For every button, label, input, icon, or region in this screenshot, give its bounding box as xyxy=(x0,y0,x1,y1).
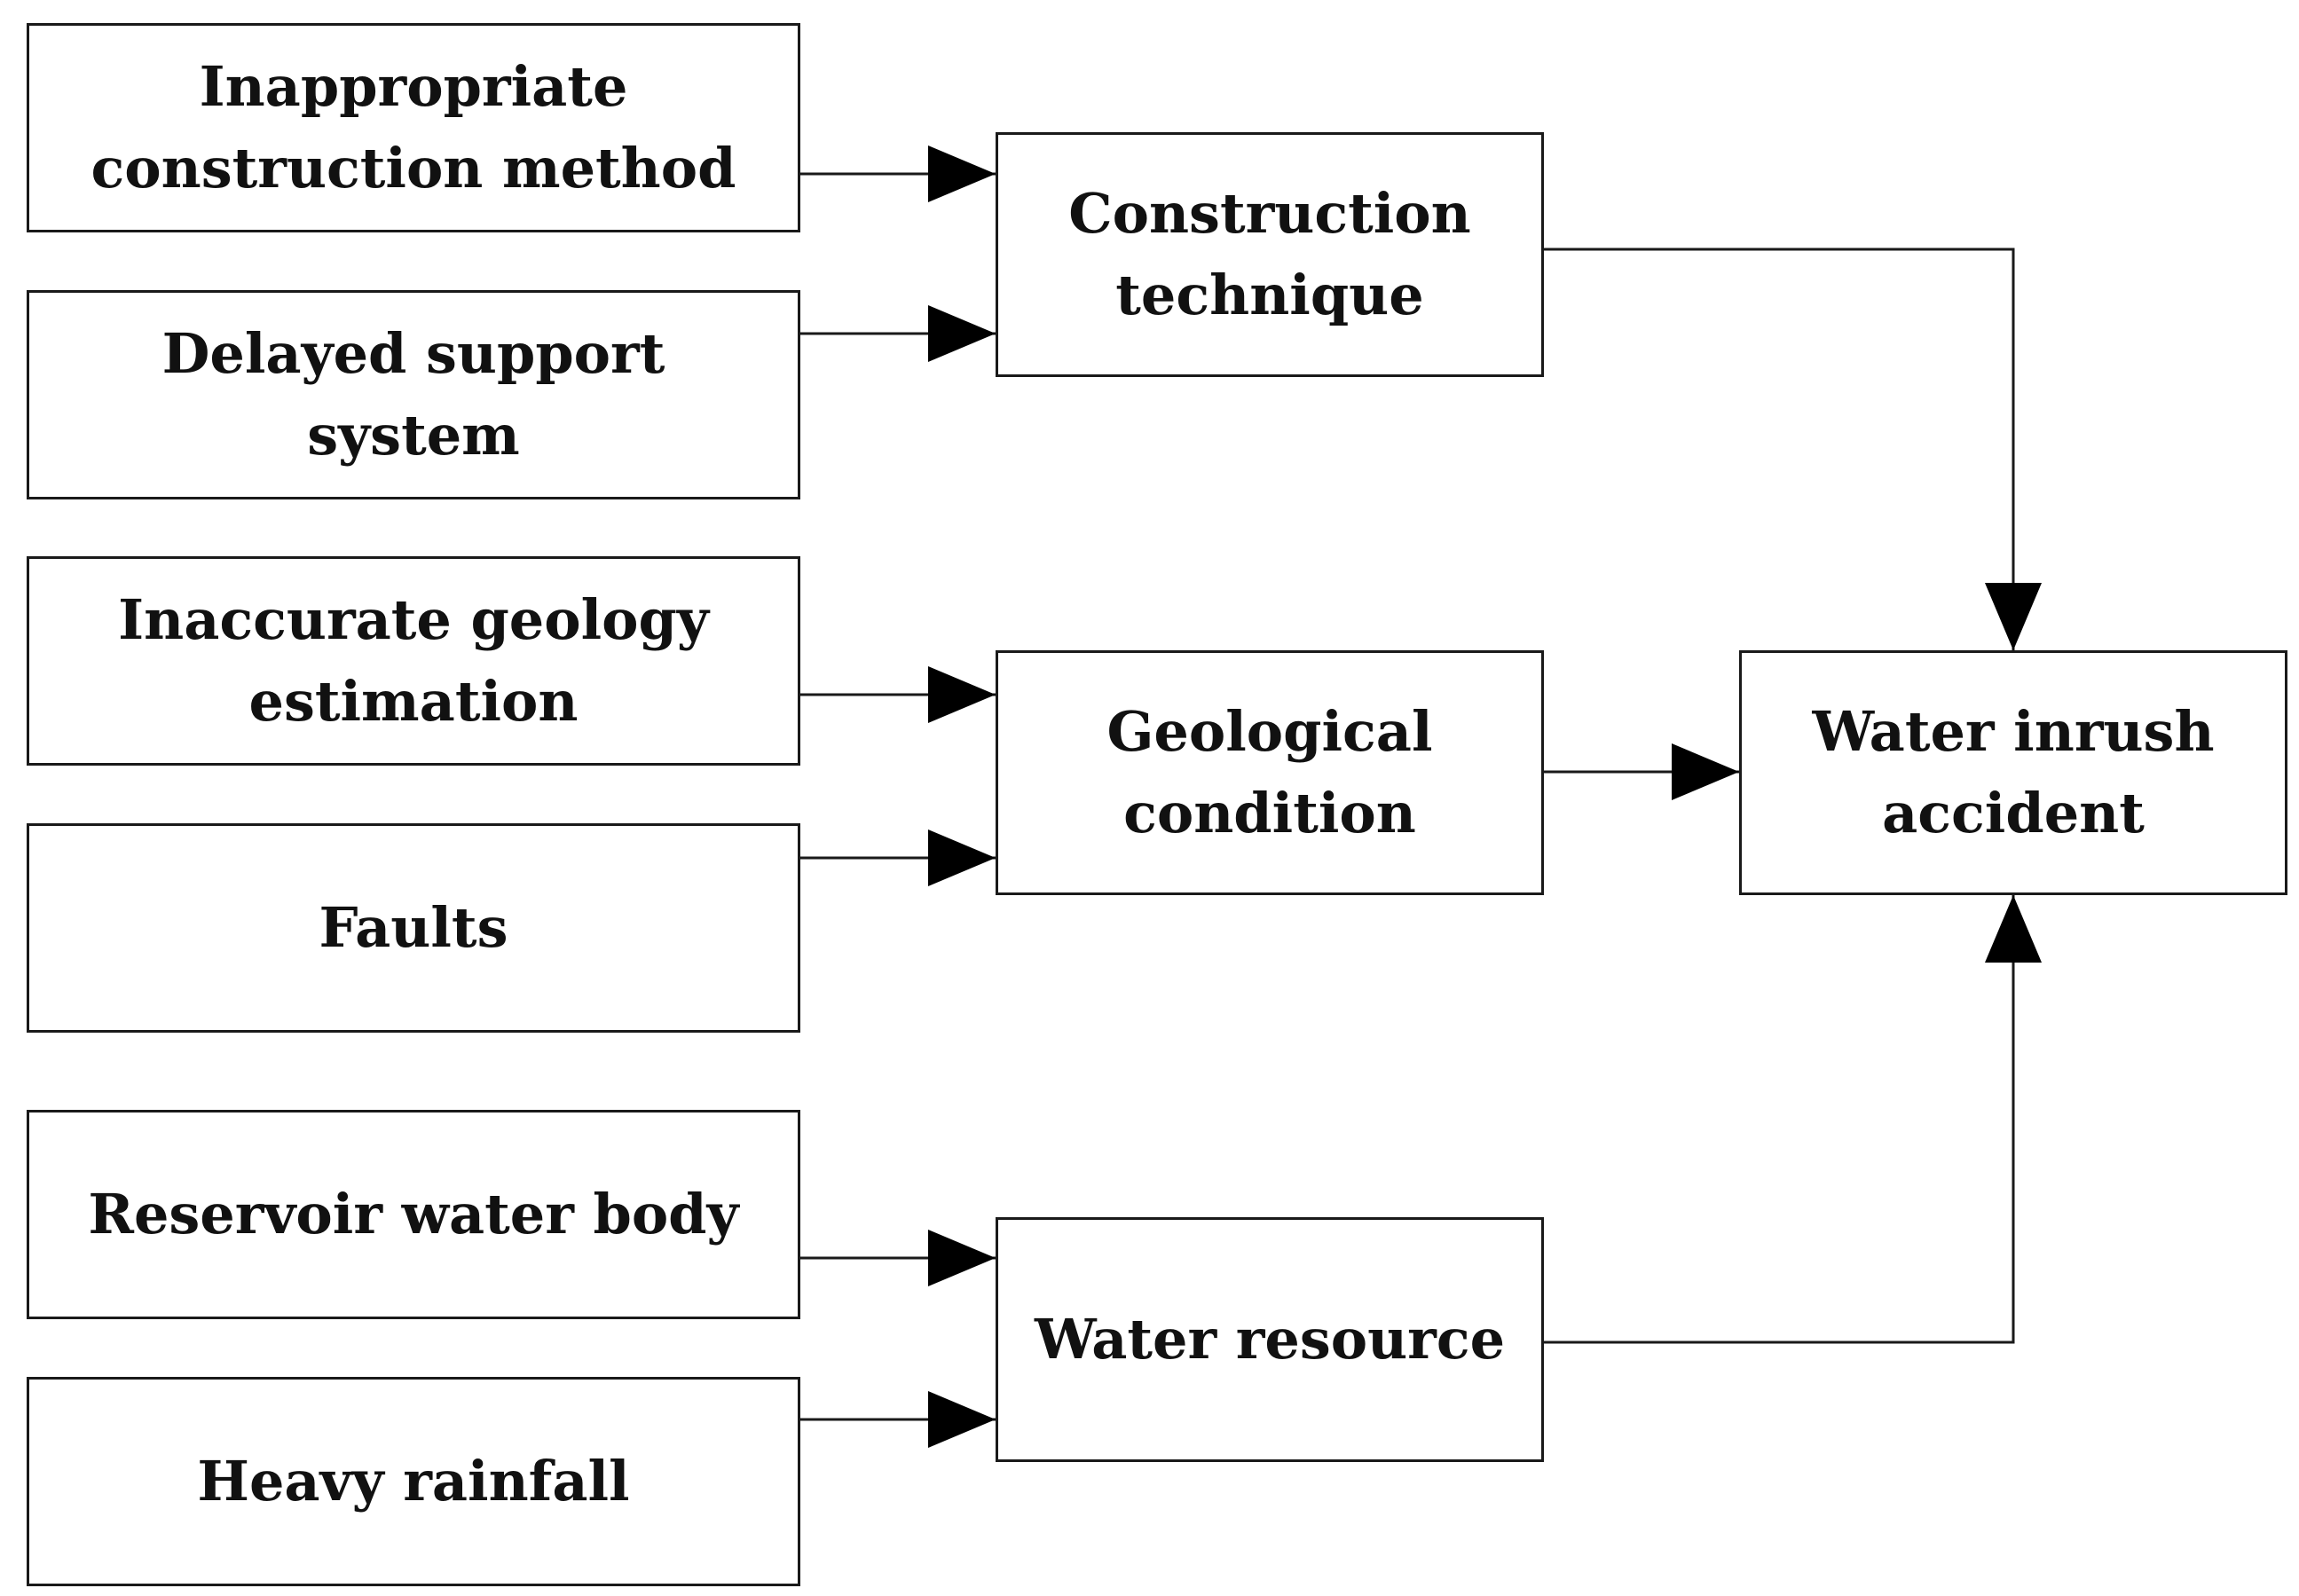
cause-label: Inaccurate geology estimation xyxy=(118,587,709,734)
cause-label: Inappropriate construction method xyxy=(91,54,736,200)
cause-label: Faults xyxy=(319,895,508,960)
cause-box-inappropriate-construction-method: Inappropriate construction method xyxy=(27,23,800,232)
edge-water-resource-to-outcome xyxy=(1544,895,2042,1344)
category-box-water-resource: Water resource xyxy=(996,1217,1544,1462)
category-box-geological-condition: Geological condition xyxy=(996,650,1544,895)
cause-box-faults: Faults xyxy=(27,823,800,1033)
cause-label: Reservoir water body xyxy=(88,1182,739,1246)
category-label: Water resource xyxy=(1034,1307,1506,1372)
outcome-label: Water inrush accident xyxy=(1812,699,2215,845)
category-label: Construction technique xyxy=(1068,181,1471,327)
edge-construction-technique-to-outcome xyxy=(1544,248,2042,650)
cause-box-delayed-support-system: Delayed support system xyxy=(27,290,800,499)
outcome-box-water-inrush-accident: Water inrush accident xyxy=(1739,650,2287,895)
cause-label: Delayed support system xyxy=(161,321,665,468)
cause-box-reservoir-water-body: Reservoir water body xyxy=(27,1110,800,1319)
cause-box-heavy-rainfall: Heavy rainfall xyxy=(27,1377,800,1586)
category-label: Geological condition xyxy=(1106,699,1433,845)
cause-label: Heavy rainfall xyxy=(197,1449,630,1513)
cause-box-inaccurate-geology-estimation: Inaccurate geology estimation xyxy=(27,556,800,766)
category-box-construction-technique: Construction technique xyxy=(996,132,1544,377)
